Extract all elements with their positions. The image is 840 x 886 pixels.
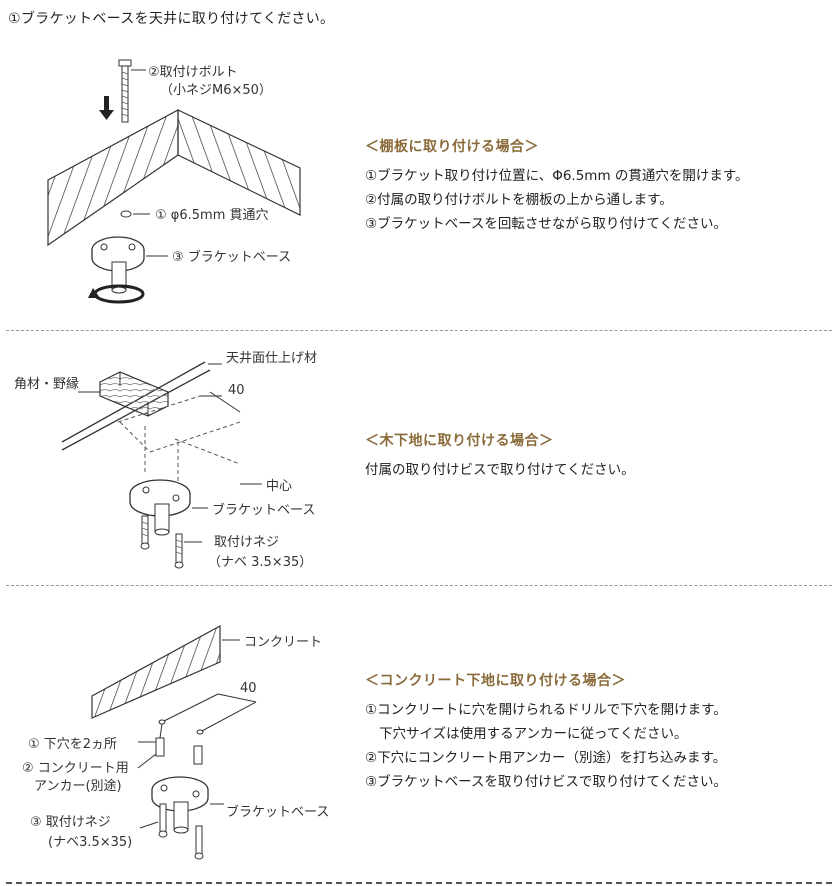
concrete-instructions: ＜コンクリート下地に取り付ける場合＞ ①コンクリートに穴を開けられるドリルで下穴… bbox=[365, 670, 727, 796]
concrete-mount-illustration: コンクリート 40 ① 下穴を2ヵ所 ② コンクリート用 アンカー(別途) ブラ… bbox=[22, 624, 329, 860]
center-label: 中心 bbox=[266, 479, 292, 494]
wood-screw-spec-label: （ナベ 3.5×35） bbox=[208, 555, 312, 570]
concrete-screw-spec-label: (ナベ3.5×35) bbox=[48, 835, 132, 850]
wood-screw-label: 取付けネジ bbox=[214, 535, 279, 550]
pilot-hole-label: ① 下穴を2ヵ所 bbox=[28, 737, 117, 752]
concrete-label: コンクリート bbox=[244, 635, 322, 650]
section-wood: 天井面仕上げ材 角材・野縁 40 中心 ブラケットベース bbox=[0, 334, 840, 586]
bracket-base-label: ③ ブラケットベース bbox=[172, 249, 291, 265]
shelf-step-2: ②付属の取り付けボルトを棚板の上から通します。 bbox=[365, 192, 673, 208]
shelf-mount-illustration: ②取付けボルト （小ネジM6×50） ① φ6.5mm 貫通穴 ③ ブラケットベ… bbox=[47, 59, 301, 304]
hole-label: ① φ6.5mm 貫通穴 bbox=[155, 208, 269, 223]
wood-step-1: 付属の取り付けビスで取り付けてください。 bbox=[365, 462, 635, 478]
concrete-screw-label: ③ 取付けネジ bbox=[30, 815, 111, 830]
shelf-step-3: ③ブラケットベースを回転させながら取り付けてください。 bbox=[365, 216, 728, 232]
concrete-heading: ＜コンクリート下地に取り付ける場合＞ bbox=[365, 673, 626, 689]
section-divider bbox=[6, 585, 832, 586]
bottom-divider bbox=[6, 882, 832, 884]
finish-label: 天井面仕上げ材 bbox=[226, 351, 317, 366]
bolt-label: ②取付けボルト bbox=[148, 65, 238, 80]
shelf-step-1: ①ブラケット取り付け位置に、Φ6.5mm の貫通穴を開けます。 bbox=[365, 168, 749, 184]
concrete-base-label: ブラケットベース bbox=[226, 804, 329, 820]
anchor-label: ② コンクリート用 bbox=[22, 761, 129, 776]
concrete-step-2: ②下穴にコンクリート用アンカー（別途）を打ち込みます。 bbox=[365, 750, 727, 766]
anchor-spec-label: アンカー(別途) bbox=[34, 778, 122, 794]
intro-text: ①ブラケットベースを天井に取り付けてください。 bbox=[8, 11, 335, 27]
concrete-step-1: ①コンクリートに穴を開けられるドリルで下穴を開けます。 bbox=[365, 702, 727, 718]
shelf-heading: ＜棚板に取り付ける場合＞ bbox=[365, 139, 539, 155]
wood-heading: ＜木下地に取り付ける場合＞ bbox=[365, 433, 554, 449]
wood-mount-illustration: 天井面仕上げ材 角材・野縁 40 中心 ブラケットベース bbox=[14, 351, 317, 570]
concrete-step-3: ③ブラケットベースを取り付けビスで取り付けてください。 bbox=[365, 774, 728, 790]
section-shelf: ②取付けボルト （小ネジM6×50） ① φ6.5mm 貫通穴 ③ ブラケットベ… bbox=[0, 40, 840, 332]
joist-label: 角材・野縁 bbox=[14, 376, 79, 392]
concrete-dim-label: 40 bbox=[240, 681, 257, 696]
wood-instructions: ＜木下地に取り付ける場合＞ 付属の取り付けビスで取り付けてください。 bbox=[365, 430, 635, 484]
section-concrete: コンクリート 40 ① 下穴を2ヵ所 ② コンクリート用 アンカー(別途) ブラ… bbox=[0, 590, 840, 884]
bolt-spec-label: （小ネジM6×50） bbox=[160, 83, 272, 98]
shelf-instructions: ＜棚板に取り付ける場合＞ ①ブラケット取り付け位置に、Φ6.5mm の貫通穴を開… bbox=[365, 136, 749, 238]
wood-dim-label: 40 bbox=[228, 383, 245, 398]
section-divider bbox=[6, 330, 832, 331]
wood-base-label: ブラケットベース bbox=[212, 502, 315, 518]
concrete-step-1-note: 下穴サイズは使用するアンカーに従ってください。 bbox=[379, 726, 688, 742]
